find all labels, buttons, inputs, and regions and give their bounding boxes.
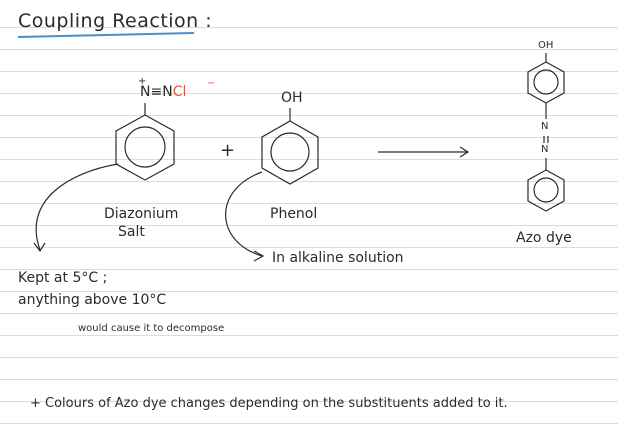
diazonium-pointer-arrow [33,163,119,253]
diazonium-salt-label: Salt [118,224,145,240]
diazonium-label: Diazonium [104,206,179,222]
temperature-note: Kept at 5°C ; [18,270,108,286]
azo-nitrogen-2: N [541,144,549,155]
decompose-note: would cause it to decompose [78,323,225,334]
title-underline [17,32,195,38]
phenol-pointer-arrow [225,171,265,262]
plus-sign: + [220,140,236,161]
phenol-benzene-ring [261,108,319,185]
product-oh: OH [538,40,554,51]
azo-dye-label: Azo dye [516,230,572,246]
diazonium-benzene-ring [115,103,175,181]
temperature-limit-note: anything above 10°C [18,292,167,308]
positive-charge: + [138,76,147,87]
alkaline-note: In alkaline solution [272,250,404,266]
phenol-label: Phenol [270,206,318,222]
diazonium-group: N≡NCl [140,84,187,100]
phenol-oh: OH [281,90,303,106]
page-title: Coupling Reaction : [18,10,213,32]
azo-nitrogen-1: N [541,121,549,132]
reaction-arrow [378,146,470,158]
azo-dye-structure [527,53,565,212]
footer-note: + Colours of Azo dye changes depending o… [30,396,508,411]
counterion: Cl [172,84,187,100]
negative-charge: − [207,78,216,89]
